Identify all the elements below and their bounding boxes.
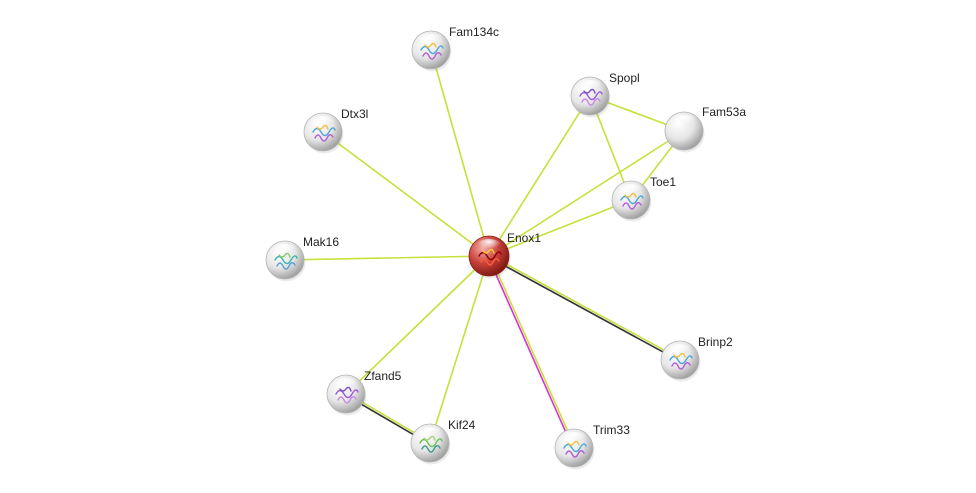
node-highlight <box>476 239 502 253</box>
node-enox1[interactable]: Enox1 <box>468 231 541 279</box>
node-highlight <box>672 114 696 129</box>
edge-stroke-textmining <box>488 199 632 257</box>
node-label-toe1: Toe1 <box>650 175 676 189</box>
node-label-brinp2: Brinp2 <box>698 335 733 349</box>
node-highlight <box>619 183 643 198</box>
node-label-enox1: Enox1 <box>507 231 541 245</box>
node-mak16[interactable]: Mak16 <box>265 235 339 282</box>
node-fam134c[interactable]: Fam134c <box>411 25 499 72</box>
edge-stroke-textmining <box>430 49 490 257</box>
edge-stroke-experiments <box>487 256 574 449</box>
node-label-zfand5: Zfand5 <box>364 369 402 383</box>
edge-stroke-textmining <box>429 255 490 444</box>
node-label-spopl: Spopl <box>609 71 640 85</box>
node-zfand5[interactable]: Zfand5 <box>326 369 402 416</box>
node-highlight <box>668 343 692 358</box>
node-label-trim33: Trim33 <box>593 423 630 437</box>
node-kif24[interactable]: Kif24 <box>410 418 476 465</box>
node-fam53a[interactable]: Fam53a <box>664 105 746 153</box>
edge-stroke-textmining <box>489 255 576 448</box>
node-highlight <box>334 377 358 392</box>
edge-stroke-textmining <box>488 95 591 257</box>
edge-enox1-dtx3l <box>322 131 490 257</box>
node-highlight <box>311 115 335 130</box>
node-highlight <box>273 243 297 258</box>
node-spopl[interactable]: Spopl <box>570 71 640 118</box>
node-highlight <box>419 33 443 48</box>
edge-enox1-mak16 <box>284 255 490 261</box>
node-highlight <box>578 79 602 94</box>
edge-enox1-spopl <box>488 95 591 257</box>
node-label-fam53a: Fam53a <box>702 105 746 119</box>
node-label-dtx3l: Dtx3l <box>341 107 368 121</box>
node-dtx3l[interactable]: Dtx3l <box>303 107 368 154</box>
edge-stroke-textmining <box>284 255 490 261</box>
edge-enox1-zfand5 <box>345 255 490 395</box>
edge-enox1-fam134c <box>430 49 490 257</box>
edge-enox1-toe1 <box>488 199 632 257</box>
node-label-mak16: Mak16 <box>303 235 339 249</box>
node-brinp2[interactable]: Brinp2 <box>660 335 733 382</box>
edge-enox1-trim33 <box>487 255 576 449</box>
edge-enox1-kif24 <box>429 255 490 444</box>
node-toe1[interactable]: Toe1 <box>611 175 676 222</box>
edge-stroke-textmining <box>322 131 490 257</box>
node-highlight <box>562 431 586 446</box>
node-trim33[interactable]: Trim33 <box>554 423 630 470</box>
edge-enox1-fam53a <box>488 130 685 257</box>
edge-stroke-textmining <box>488 130 685 257</box>
node-label-fam134c: Fam134c <box>449 25 499 39</box>
node-highlight <box>418 426 442 441</box>
edge-stroke-coexpression <box>488 256 680 362</box>
edge-enox1-brinp2 <box>488 254 681 362</box>
edge-stroke-textmining <box>345 255 490 395</box>
edge-stroke-textmining <box>489 254 681 360</box>
node-label-kif24: Kif24 <box>448 418 476 432</box>
